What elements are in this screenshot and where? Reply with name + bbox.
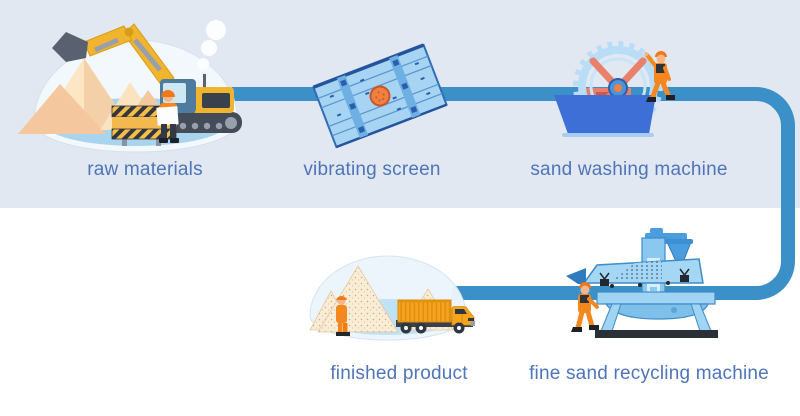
- discharge-chute: [566, 268, 586, 284]
- worker-icon: [644, 51, 675, 102]
- dump-truck-icon: [396, 299, 475, 334]
- machine-base: [595, 330, 718, 338]
- stage-label-finished-product: finished product: [330, 363, 468, 384]
- vibrating-screen-illustration: [312, 43, 448, 149]
- stage-label-fine-sand-recycling-machine: fine sand recycling machine: [529, 363, 769, 384]
- stage-label-vibrating-screen: vibrating screen: [303, 159, 441, 180]
- raw-materials-illustration: [18, 20, 242, 153]
- sand-washing-machine-illustration: [554, 41, 675, 137]
- worker-icon: [571, 282, 599, 332]
- vibration-motors: [599, 268, 690, 286]
- stage-label-sand-washing-machine: sand washing machine: [530, 159, 728, 180]
- worker-icon: [156, 90, 179, 143]
- frame-beam: [596, 291, 716, 305]
- vibration-motor-icon: [369, 85, 391, 107]
- worker-icon: [336, 296, 350, 336]
- flow-pipe: [232, 87, 795, 300]
- screen-dashes: [329, 61, 431, 117]
- finished-product-illustration: [309, 255, 475, 341]
- excavator-icon: [52, 20, 242, 133]
- fine-sand-recycling-machine-illustration: [566, 228, 718, 338]
- motor-bolts: [375, 91, 385, 102]
- stage-label-raw-materials: raw materials: [87, 159, 203, 180]
- washer-tank: [554, 95, 656, 134]
